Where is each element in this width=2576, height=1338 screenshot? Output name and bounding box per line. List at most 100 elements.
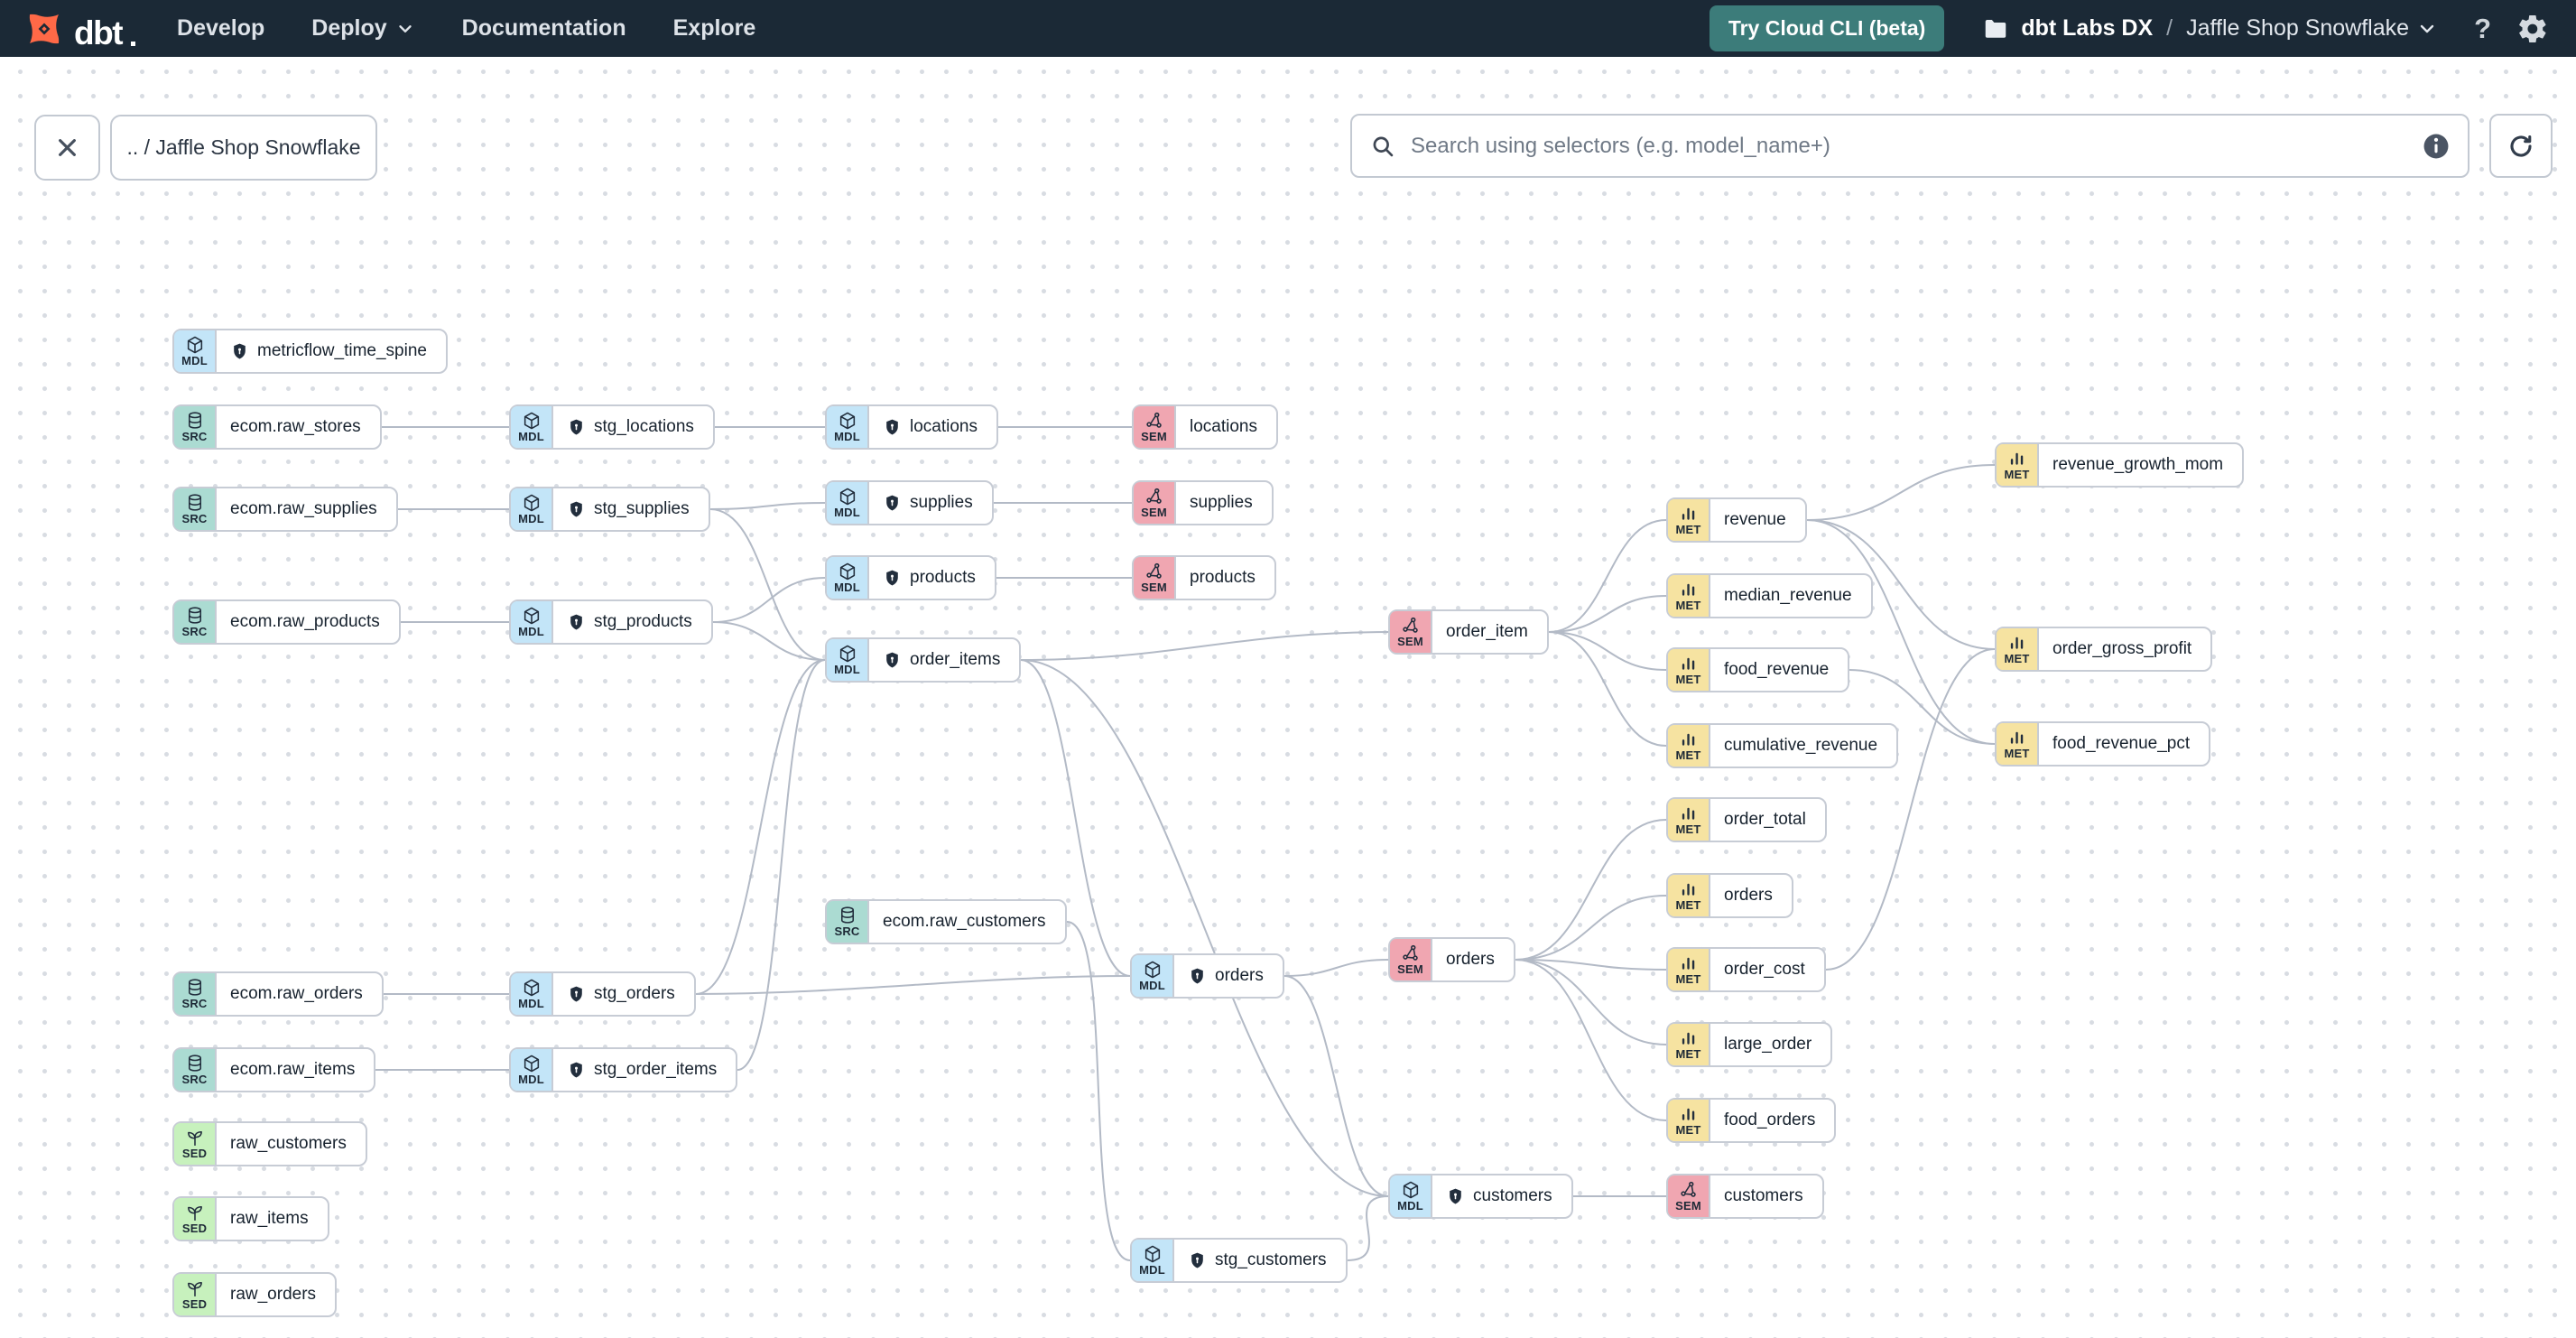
try-cloud-cli-button[interactable]: Try Cloud CLI (beta) [1709, 5, 1945, 51]
edge-m_revenue-to-m_food_revenue_pct [1806, 519, 1996, 745]
node-type-badge: SED [174, 1123, 217, 1165]
node-type-label: MET [1675, 748, 1701, 762]
node-body: order_item [1432, 611, 1547, 653]
shield-icon [567, 418, 586, 437]
node-type-label: MET [2004, 746, 2030, 760]
search-input[interactable] [1409, 132, 2407, 160]
lineage-breadcrumb[interactable]: .. / Jaffle Shop Snowflake [110, 115, 377, 181]
edge-orders_m-to-orders_s [1283, 959, 1389, 977]
cube-icon [1143, 960, 1163, 980]
node-body: ecom.raw_orders [217, 973, 382, 1015]
node-type-label: SED [181, 1221, 208, 1235]
node-type-label: MET [2004, 467, 2030, 481]
database-icon [185, 978, 205, 998]
node-body: order_total [1710, 799, 1825, 841]
nav-item-deploy[interactable]: Deploy [311, 15, 414, 42]
node-label: ecom.raw_items [230, 1060, 356, 1079]
node-type-label: SRC [181, 511, 208, 525]
node-type-badge: SRC [827, 901, 869, 943]
nav-item-develop[interactable]: Develop [177, 15, 265, 41]
edge-order_items-to-orders_m [1020, 659, 1131, 977]
node-mts[interactable]: MDL metricflow_time_spine [172, 329, 448, 374]
gear-icon[interactable] [2516, 13, 2549, 45]
refresh-button[interactable] [2489, 114, 2553, 178]
edge-stg_customers-to-customers_m [1347, 1195, 1389, 1261]
cube-icon [1143, 1244, 1163, 1264]
account-breadcrumb: dbt Labs DX / Jaffle Shop Snowflake [1982, 15, 2438, 42]
nav-item-explore[interactable]: Explore [672, 15, 756, 41]
node-body: metricflow_time_spine [217, 330, 446, 372]
bar-chart-icon [1679, 580, 1699, 599]
bar-chart-icon [1679, 1028, 1699, 1048]
semantic-graph-icon [1144, 411, 1164, 431]
help-icon[interactable]: ? [2474, 12, 2491, 44]
node-seed_raw_customers[interactable]: SED raw_customers [172, 1121, 367, 1166]
nav-item-documentation[interactable]: Documentation [461, 15, 626, 41]
info-icon[interactable] [2421, 131, 2451, 162]
node-m_revenue_growth_mom[interactable]: MET revenue_growth_mom [1995, 442, 2245, 488]
node-body: ecom.raw_products [217, 601, 399, 643]
edge-order_item_s-to-m_revenue [1548, 519, 1667, 633]
node-type-badge: MDL [1390, 1175, 1432, 1217]
node-label: revenue [1724, 510, 1786, 529]
account-name[interactable]: dbt Labs DX [2021, 15, 2154, 41]
node-type-label: MDL [518, 624, 544, 638]
node-label: raw_customers [230, 1134, 347, 1153]
refresh-icon [2510, 135, 2532, 157]
project-selector[interactable]: Jaffle Shop Snowflake [2186, 15, 2438, 42]
cube-icon [522, 1054, 542, 1073]
node-body: revenue_growth_mom [2039, 444, 2242, 486]
node-type-label: MDL [181, 353, 208, 367]
node-label: stg_customers [1215, 1250, 1327, 1269]
node-type-label: MET [1675, 897, 1701, 912]
shield-icon [230, 342, 249, 361]
edge-orders_s-to-m_food_orders [1515, 959, 1667, 1121]
edge-layer [375, 425, 1996, 1261]
node-type-badge: MDL [511, 973, 553, 1015]
node-label: food_orders [1724, 1110, 1816, 1129]
database-icon [185, 411, 205, 431]
node-body: order_gross_profit [2039, 628, 2210, 670]
close-lineage-button[interactable] [34, 115, 100, 181]
node-type-label: MDL [1139, 978, 1165, 992]
dbt-logo[interactable]: dbt [23, 8, 136, 50]
